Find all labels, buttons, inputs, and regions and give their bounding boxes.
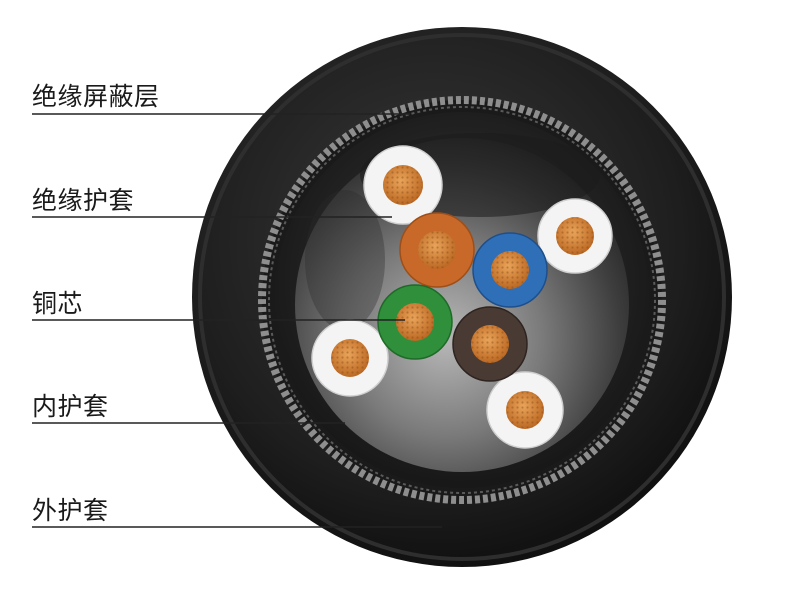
outer-sheath-highlight xyxy=(198,33,726,561)
orange-conductor xyxy=(399,212,475,288)
label-shield: 绝缘屏蔽层 xyxy=(32,82,160,111)
white-conductor-bottom xyxy=(486,371,564,449)
white-conductor-left xyxy=(311,319,389,397)
label-copper-core: 铜芯 xyxy=(32,289,84,318)
label-insulation: 绝缘护套 xyxy=(32,186,135,215)
label-outer-sheath: 外护套 xyxy=(32,496,109,525)
brown-conductor xyxy=(452,306,528,382)
label-inner-sheath: 内护套 xyxy=(32,392,109,421)
blue-conductor xyxy=(472,232,548,308)
filler-shadow-left xyxy=(305,190,385,330)
white-conductor-right xyxy=(537,198,613,274)
shield-braid-inner-edge xyxy=(268,106,656,494)
white-conductor-top-left xyxy=(363,145,443,225)
green-conductor xyxy=(377,284,453,360)
